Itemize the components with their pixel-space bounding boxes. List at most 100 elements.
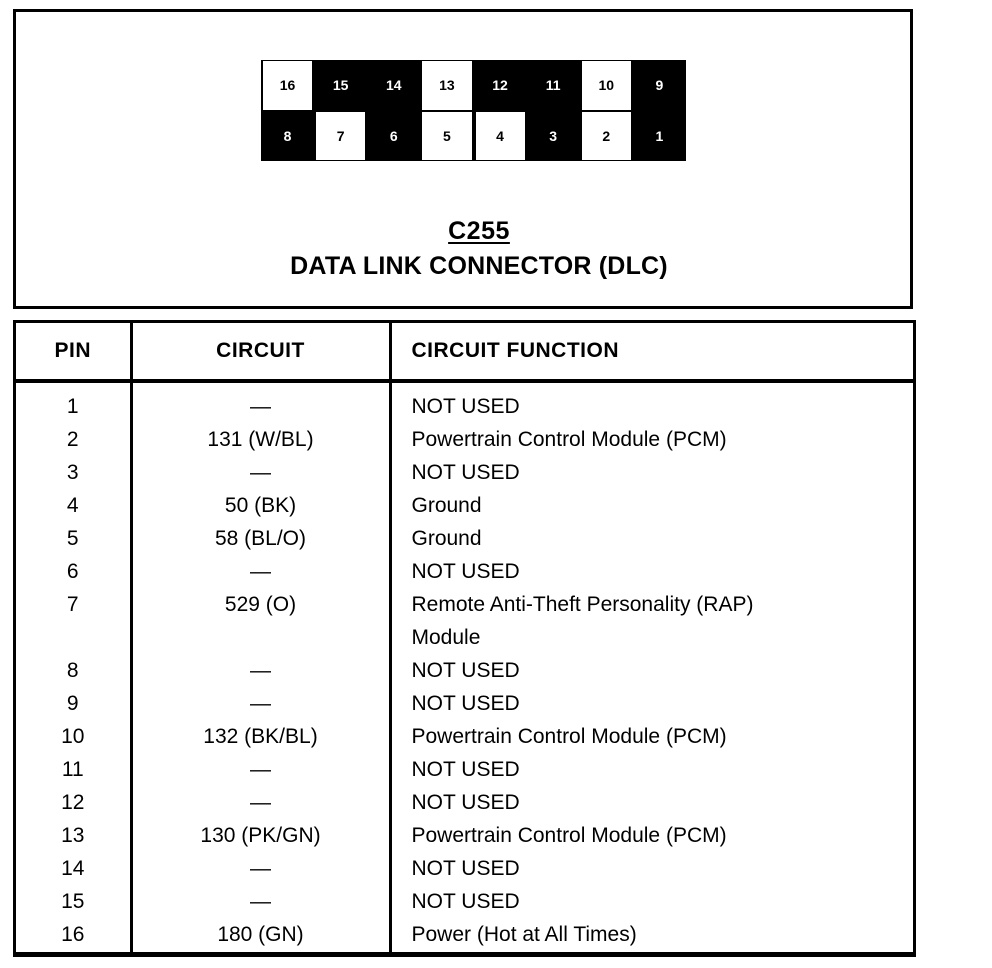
cell-pin: 13 <box>16 819 133 853</box>
table-row: 15 — NOT USED <box>16 885 913 919</box>
circuit-function-line: Module <box>411 625 481 649</box>
cell-circuit: 58 (BL/O) <box>131 523 392 557</box>
circuit-function-line: Powertrain Control Module (PCM) <box>411 823 727 847</box>
circuit-function-line: NOT USED <box>411 889 520 913</box>
circuit-function-line: Power (Hot at All Times) <box>411 922 637 946</box>
circuit-value: — <box>250 889 271 913</box>
table-header-row: PIN CIRCUIT CIRCUIT FUNCTION <box>16 323 913 383</box>
cell-circuit: — <box>131 688 392 721</box>
table-header: PIN CIRCUIT CIRCUIT FUNCTION <box>16 323 913 383</box>
cell-pin: 16 <box>16 918 133 952</box>
circuit-function-line: Powertrain Control Module (PCM) <box>411 428 727 452</box>
table-row: 8—NOT USED <box>16 655 913 689</box>
cell-circuit: — <box>131 852 392 886</box>
cell-pin: 1 <box>16 381 133 425</box>
circuit-value: — <box>250 560 271 584</box>
cell-circuit-function: Remote Anti-Theft Personality (RAP)Modul… <box>390 589 913 655</box>
cell-pin: 11 <box>16 753 133 787</box>
connector-pin-number: 10 <box>598 77 615 94</box>
cell-circuit: 132 (BK/BL) <box>131 721 392 754</box>
cell-circuit-function: NOT USED <box>390 457 913 490</box>
connector-pin-number: 16 <box>279 77 296 94</box>
pin-number-value: 5 <box>66 527 79 551</box>
table-row: 14— NOT USED <box>16 852 913 886</box>
connector-id-label: C255 <box>448 217 510 245</box>
pin-number-value: 1 <box>66 395 79 418</box>
cell-circuit-function: NOT USED <box>390 655 913 688</box>
cell-pin: 10 <box>16 721 133 754</box>
table-row: 2 131 (W/BL) Powertrain Control Module (PC… <box>16 424 913 458</box>
circuit-function-line: Ground <box>411 527 482 551</box>
cell-circuit-function: NOT USED <box>390 381 913 424</box>
connector-pin-6: 6 <box>367 111 420 162</box>
cell-pin: 14 <box>16 852 133 886</box>
connector-pin-number: 12 <box>492 77 508 94</box>
cell-pin: 15 <box>16 885 133 919</box>
table-row: 5 58 (BL/O) Ground <box>16 523 913 557</box>
connector-pin-2: 2 <box>580 111 633 162</box>
cell-circuit-function: Ground <box>390 490 913 523</box>
connector-pin-number: 13 <box>439 77 455 94</box>
cell-pin: 7 <box>16 589 133 656</box>
connector-pin-16: 16 <box>261 60 314 111</box>
cell-pin: 3 <box>16 457 133 491</box>
cell-circuit-function: Powertrain Control Module (PCM) <box>390 424 913 457</box>
cell-circuit: — <box>131 885 392 919</box>
cell-circuit-function: NOT USED <box>390 853 913 886</box>
circuit-value: 131 (W/BL) <box>207 428 314 452</box>
table-row: 6—NOT USED <box>16 556 913 590</box>
connector-pin-1: 1 <box>633 111 686 162</box>
cell-circuit-function: NOT USED <box>390 556 913 589</box>
circuit-value: — <box>250 659 271 683</box>
circuit-function-line: NOT USED <box>411 395 520 418</box>
circuit-function-line: NOT USED <box>411 461 520 485</box>
connector-pin-5: 5 <box>420 111 473 162</box>
connector-pin-number: 5 <box>443 127 451 144</box>
connector-pin-number: 11 <box>545 77 561 94</box>
connector-pin-12: 12 <box>474 60 527 111</box>
table-row: 9 — NOT USED <box>16 688 913 721</box>
pin-number-value: 4 <box>66 494 79 518</box>
cell-circuit: — <box>131 457 392 491</box>
circuit-function-line: NOT USED <box>411 856 520 880</box>
pin-number-value: 9 <box>66 692 79 716</box>
connector-pin-4: 4 <box>474 111 527 162</box>
connector-pin-14: 14 <box>367 60 420 111</box>
connector-pin-9: 9 <box>633 60 686 111</box>
circuit-function-line: NOT USED <box>411 790 520 814</box>
pin-number-value: 15 <box>61 889 85 913</box>
table-row: 11—NOT USED <box>16 753 913 787</box>
connector-caption: C255 DATA LINK CONNECTOR (DLC) <box>29 217 929 281</box>
cell-pin: 2 <box>16 424 133 458</box>
pin-number-value: 13 <box>61 823 85 847</box>
circuit-value: 529 (O) <box>224 593 297 617</box>
connector-pin-number: 8 <box>283 127 292 144</box>
pin-number-value: 11 <box>61 757 84 781</box>
table-row: 3— NOT USED <box>16 457 913 491</box>
connector-pin-number: 1 <box>655 127 664 144</box>
cell-pin: 4 <box>16 490 133 524</box>
column-header-circuit: CIRCUIT <box>131 323 392 383</box>
cell-circuit-function: NOT USED <box>390 688 913 721</box>
cell-circuit-function: NOT USED <box>390 754 913 787</box>
circuit-function-line: NOT USED <box>411 692 520 716</box>
cell-circuit-function: Powertrain Control Module (PCM) <box>390 820 913 853</box>
connector-pin-number: 3 <box>549 127 558 144</box>
cell-pin: 5 <box>16 523 133 557</box>
pin-number-value: 7 <box>66 593 79 617</box>
cell-circuit: — <box>131 381 392 425</box>
cell-circuit: 131 (W/BL) <box>131 424 392 458</box>
table-row: 7 529 (O) Remote Anti-Theft Personality (R… <box>16 589 913 656</box>
pin-number-value: 16 <box>61 922 85 946</box>
cell-circuit-function: NOT USED <box>390 787 913 820</box>
cell-circuit-function: Power (Hot at All Times) <box>390 919 913 952</box>
column-header-function: CIRCUIT FUNCTION <box>390 323 913 383</box>
